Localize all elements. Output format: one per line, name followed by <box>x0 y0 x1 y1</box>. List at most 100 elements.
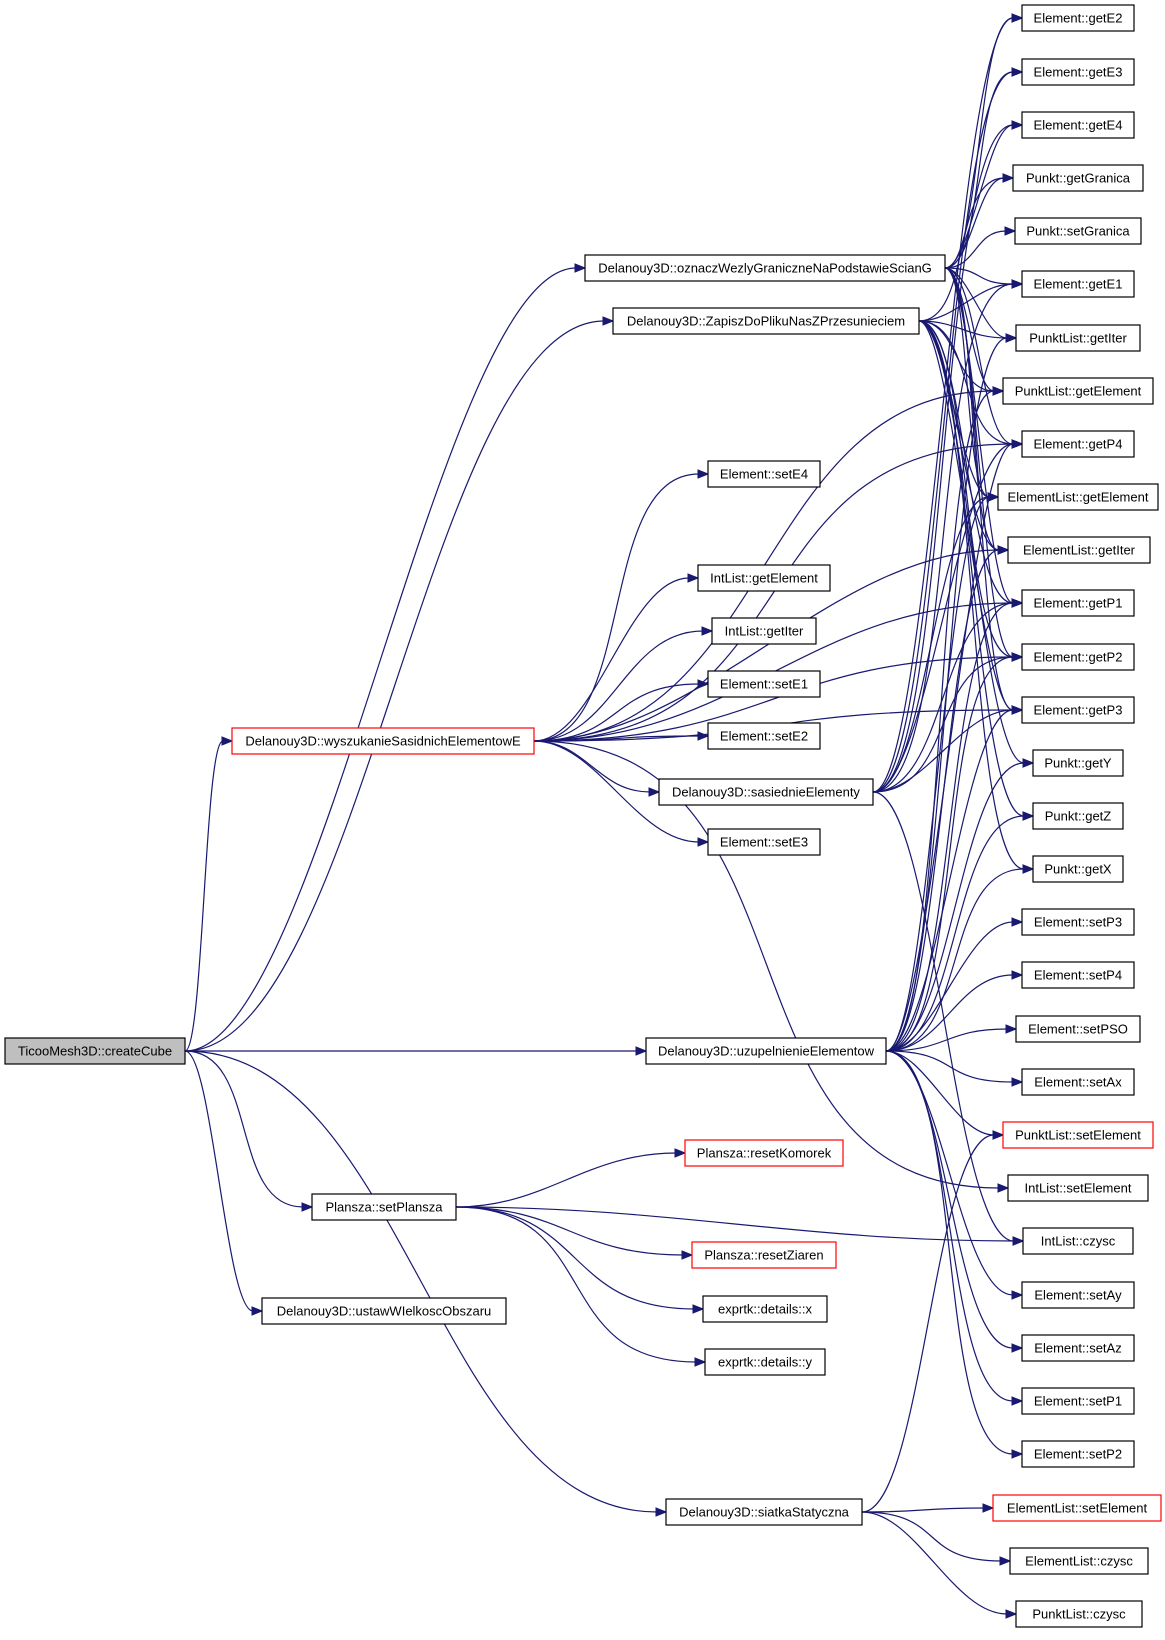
node-punkt-get-granica[interactable]: Punkt::getGranica <box>1012 164 1144 192</box>
node-label: Delanouy3D::ustawWIelkoscObszaru <box>277 1304 492 1319</box>
node-element-set-p4[interactable]: Element::setP4 <box>1021 961 1135 989</box>
node-box <box>231 727 535 755</box>
node-element-set-e1[interactable]: Element::setE1 <box>707 670 821 698</box>
node-delanouy3-d-siatka-statyczna[interactable]: Delanouy3D::siatkaStatyczna <box>665 1498 863 1526</box>
node-delanouy3-d-zapisz-do-pliku-nas-zprzesunieciem[interactable]: Delanouy3D::ZapiszDoPlikuNasZPrzesunieci… <box>612 307 920 335</box>
node-element-set-p3[interactable]: Element::setP3 <box>1021 908 1135 936</box>
node-element-get-p3[interactable]: Element::getP3 <box>1021 696 1135 724</box>
node-label: Element::getE3 <box>1034 65 1123 80</box>
node-box <box>702 1295 828 1323</box>
node-element-list-get-element[interactable]: ElementList::getElement <box>997 483 1159 511</box>
node-element-get-e4[interactable]: Element::getE4 <box>1021 111 1135 139</box>
node-element-list-get-iter[interactable]: ElementList::getIter <box>1007 536 1151 564</box>
node-box <box>697 564 831 592</box>
node-exprtk-details-x[interactable]: exprtk::details::x <box>702 1295 828 1323</box>
node-box <box>1015 1600 1143 1628</box>
node-element-get-e1[interactable]: Element::getE1 <box>1021 270 1135 298</box>
node-box <box>1012 164 1144 192</box>
node-box <box>1015 324 1141 352</box>
node-box <box>684 1139 844 1167</box>
node-box <box>1021 961 1135 989</box>
node-delanouy3-d-ustaw-wielkosc-obszaru[interactable]: Delanouy3D::ustawWIelkoscObszaru <box>261 1297 507 1325</box>
node-punkt-get-x[interactable]: Punkt::getX <box>1032 855 1124 883</box>
arrowhead-oznacz <box>574 263 587 273</box>
node-element-get-e2[interactable]: Element::getE2 <box>1021 4 1135 32</box>
edge-createCube-to-zapisz <box>184 320 605 1052</box>
arrowhead-getGran <box>1002 173 1015 183</box>
node-delanouy3-d-oznacz-wezly-graniczne-na-podstawie-scian-g[interactable]: Delanouy3D::oznaczWezlyGraniczneNaPodsta… <box>584 254 946 282</box>
node-int-list-get-element[interactable]: IntList::getElement <box>697 564 831 592</box>
node-label: Element::setPSO <box>1028 1022 1128 1037</box>
node-element-set-pso[interactable]: Element::setPSO <box>1015 1015 1141 1043</box>
edge-uzup-to-elGetIter <box>885 549 1000 1052</box>
node-delanouy3-d-sasiednie-elementy[interactable]: Delanouy3D::sasiednieElementy <box>658 778 874 806</box>
node-int-list-set-element[interactable]: IntList::setElement <box>1007 1174 1149 1202</box>
edge-uzup-to-setPSO <box>885 1028 1008 1052</box>
node-element-get-p4[interactable]: Element::getP4 <box>1021 430 1135 458</box>
node-element-set-e3[interactable]: Element::setE3 <box>707 828 821 856</box>
node-element-set-p2[interactable]: Element::setP2 <box>1021 1440 1135 1468</box>
node-delanouy3-d-uzupelnienie-elementow[interactable]: Delanouy3D::uzupelnienieElementow <box>645 1037 887 1065</box>
arrowhead-getX <box>1022 864 1035 874</box>
node-plansza-reset-ziaren[interactable]: Plansza::resetZiaren <box>691 1241 837 1269</box>
edge-wyszuk-to-getP2 <box>533 656 1014 742</box>
node-label: ElementList::czysc <box>1025 1554 1133 1569</box>
edge-oznacz-to-getE3 <box>944 71 1014 269</box>
node-punkt-list-set-element[interactable]: PunktList::setElement <box>1002 1121 1154 1149</box>
node-label: Element::setE4 <box>720 467 808 482</box>
node-label: Element::setE2 <box>720 729 808 744</box>
node-label: Element::setP2 <box>1034 1447 1122 1462</box>
arrowhead-setP4 <box>1011 970 1024 980</box>
edge-sasiednie-to-getE2 <box>872 17 1014 793</box>
node-ticoo-mesh3-d-create-cube[interactable]: TicooMesh3D::createCube <box>4 1037 186 1065</box>
arrowhead-plGetEl <box>992 386 1005 396</box>
edge-uzup-to-getY <box>885 762 1025 1052</box>
arrowhead-ilGetIter <box>701 626 714 636</box>
node-element-get-p1[interactable]: Element::getP1 <box>1021 589 1135 617</box>
arrowhead-setP1 <box>1011 1396 1024 1406</box>
node-punkt-get-z[interactable]: Punkt::getZ <box>1032 802 1124 830</box>
node-box <box>1021 908 1135 936</box>
node-box <box>997 483 1159 511</box>
node-punkt-get-y[interactable]: Punkt::getY <box>1032 749 1124 777</box>
arrowhead-setE3 <box>697 837 710 847</box>
node-box <box>704 1348 826 1376</box>
node-element-get-e3[interactable]: Element::getE3 <box>1021 58 1135 86</box>
arrowhead-setE2 <box>697 731 710 741</box>
edge-uzup-to-setP4 <box>885 974 1014 1052</box>
node-box <box>1015 1015 1141 1043</box>
arrowhead-elGetEl <box>987 492 1000 502</box>
node-box <box>1021 696 1135 724</box>
node-element-set-e2[interactable]: Element::setE2 <box>707 722 821 750</box>
arrowhead-plSetEl <box>992 1130 1005 1140</box>
edge-uzup-to-getP1 <box>885 602 1014 1052</box>
node-element-set-ay[interactable]: Element::setAy <box>1021 1281 1135 1309</box>
node-punkt-list-czysc[interactable]: PunktList::czysc <box>1015 1600 1143 1628</box>
node-label: Element::setP4 <box>1034 968 1122 983</box>
node-element-list-set-element[interactable]: ElementList::setElement <box>992 1494 1162 1522</box>
node-punkt-list-get-iter[interactable]: PunktList::getIter <box>1015 324 1141 352</box>
node-element-list-czysc[interactable]: ElementList::czysc <box>1009 1547 1149 1575</box>
node-label: Delanouy3D::ZapiszDoPlikuNasZPrzesunieci… <box>627 314 905 329</box>
arrowhead-ilSetEl <box>997 1183 1010 1193</box>
edge-siatka-to-plCzysc <box>861 1511 1008 1615</box>
node-element-set-e4[interactable]: Element::setE4 <box>707 460 821 488</box>
node-delanouy3-d-wyszukanie-sasidnich-elementow-e[interactable]: Delanouy3D::wyszukanieSasidnichElementow… <box>231 727 535 755</box>
edge-sasiednie-to-ilCzysc <box>872 791 1015 1242</box>
node-punkt-set-granica[interactable]: Punkt::setGranica <box>1014 217 1142 245</box>
edge-uzup-to-getZ <box>885 815 1025 1052</box>
edge-sasiednie-to-elGetEl <box>872 496 990 793</box>
node-plansza-set-plansza[interactable]: Plansza::setPlansza <box>311 1193 457 1221</box>
node-element-set-ax[interactable]: Element::setAx <box>1021 1068 1135 1096</box>
node-plansza-reset-komorek[interactable]: Plansza::resetKomorek <box>684 1139 844 1167</box>
node-element-get-p2[interactable]: Element::getP2 <box>1021 643 1135 671</box>
node-label: Element::setAy <box>1034 1288 1122 1303</box>
node-int-list-czysc[interactable]: IntList::czysc <box>1022 1227 1134 1255</box>
node-punkt-list-get-element[interactable]: PunktList::getElement <box>1002 377 1154 405</box>
node-box <box>707 670 821 698</box>
node-element-set-az[interactable]: Element::setAz <box>1021 1334 1135 1362</box>
node-int-list-get-iter[interactable]: IntList::getIter <box>711 617 817 645</box>
node-element-set-p1[interactable]: Element::setP1 <box>1021 1387 1135 1415</box>
node-exprtk-details-y[interactable]: exprtk::details::y <box>704 1348 826 1376</box>
node-box <box>261 1297 507 1325</box>
